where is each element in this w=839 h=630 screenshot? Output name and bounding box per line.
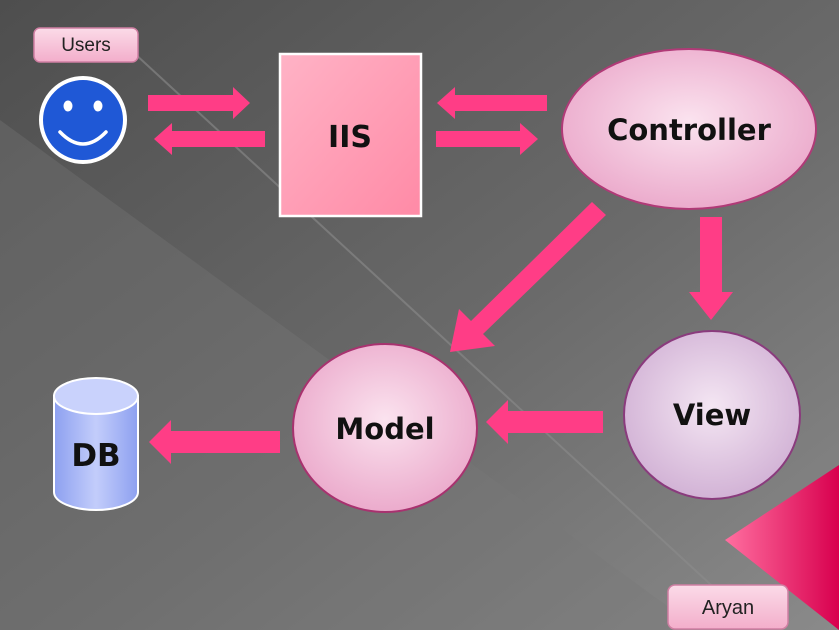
arrow-controller-to-model [450,202,606,352]
arrow-users-to-iis [148,87,250,119]
database-cylinder-icon: DB [53,377,139,511]
model-label: Model [335,412,434,446]
arrow-controller-to-view [689,217,733,320]
author-tag: Aryan [667,584,789,630]
view-label: View [673,398,751,432]
arrow-iis-to-users [154,123,265,155]
arrow-view-to-model [486,400,603,444]
view-node: View [623,330,801,500]
controller-label: Controller [607,113,771,147]
db-label: DB [71,438,120,474]
users-label: Users [61,35,111,56]
model-node: Model [292,343,478,513]
iis-node: IIS [278,52,423,218]
arrows-iis-controller [436,87,547,155]
author-label: Aryan [702,597,754,619]
smiley-face-icon [39,76,127,164]
arrow-controller-to-iis [437,87,547,119]
accent-triangle [725,465,839,630]
arrows-users-iis [148,87,265,155]
controller-node: Controller [561,48,817,210]
users-tag: Users [33,27,139,63]
arrow-iis-to-controller [436,123,538,155]
arrow-model-to-db [149,420,280,464]
iis-label: IIS [328,120,372,155]
